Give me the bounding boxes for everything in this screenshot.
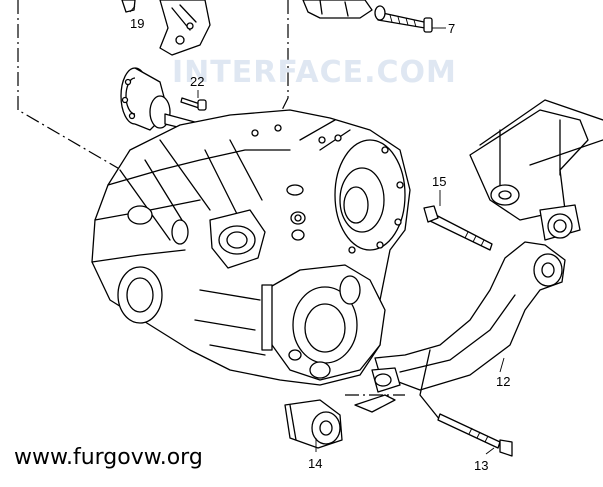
callout-12: 12 [496, 374, 510, 389]
callout-7: 7 [448, 21, 455, 36]
bolt-part-19 [121, 0, 136, 13]
callout-19: 19 [130, 16, 144, 31]
bolt-part-13 [437, 413, 513, 457]
bolt-part-15 [423, 205, 493, 251]
callout-14: 14 [308, 456, 322, 471]
site-credit-text: www.furgovw.org [14, 445, 203, 470]
upper-mount-part [302, 0, 373, 19]
callout-13: 13 [474, 458, 488, 473]
callout-leaders [129, 5, 505, 455]
bolt-part-22 [180, 97, 207, 111]
callout-22: 22 [190, 74, 204, 89]
callout-15: 15 [432, 174, 446, 189]
gearbox-housing [91, 109, 411, 386]
watermark-text: INTERFACE.COM [172, 55, 457, 90]
bolt-part-7 [374, 5, 433, 33]
pendulum-support-arm [354, 241, 566, 421]
upper-bracket-part [159, 0, 211, 56]
bushing-part-14 [284, 399, 343, 449]
rear-support-bracket [469, 99, 603, 241]
